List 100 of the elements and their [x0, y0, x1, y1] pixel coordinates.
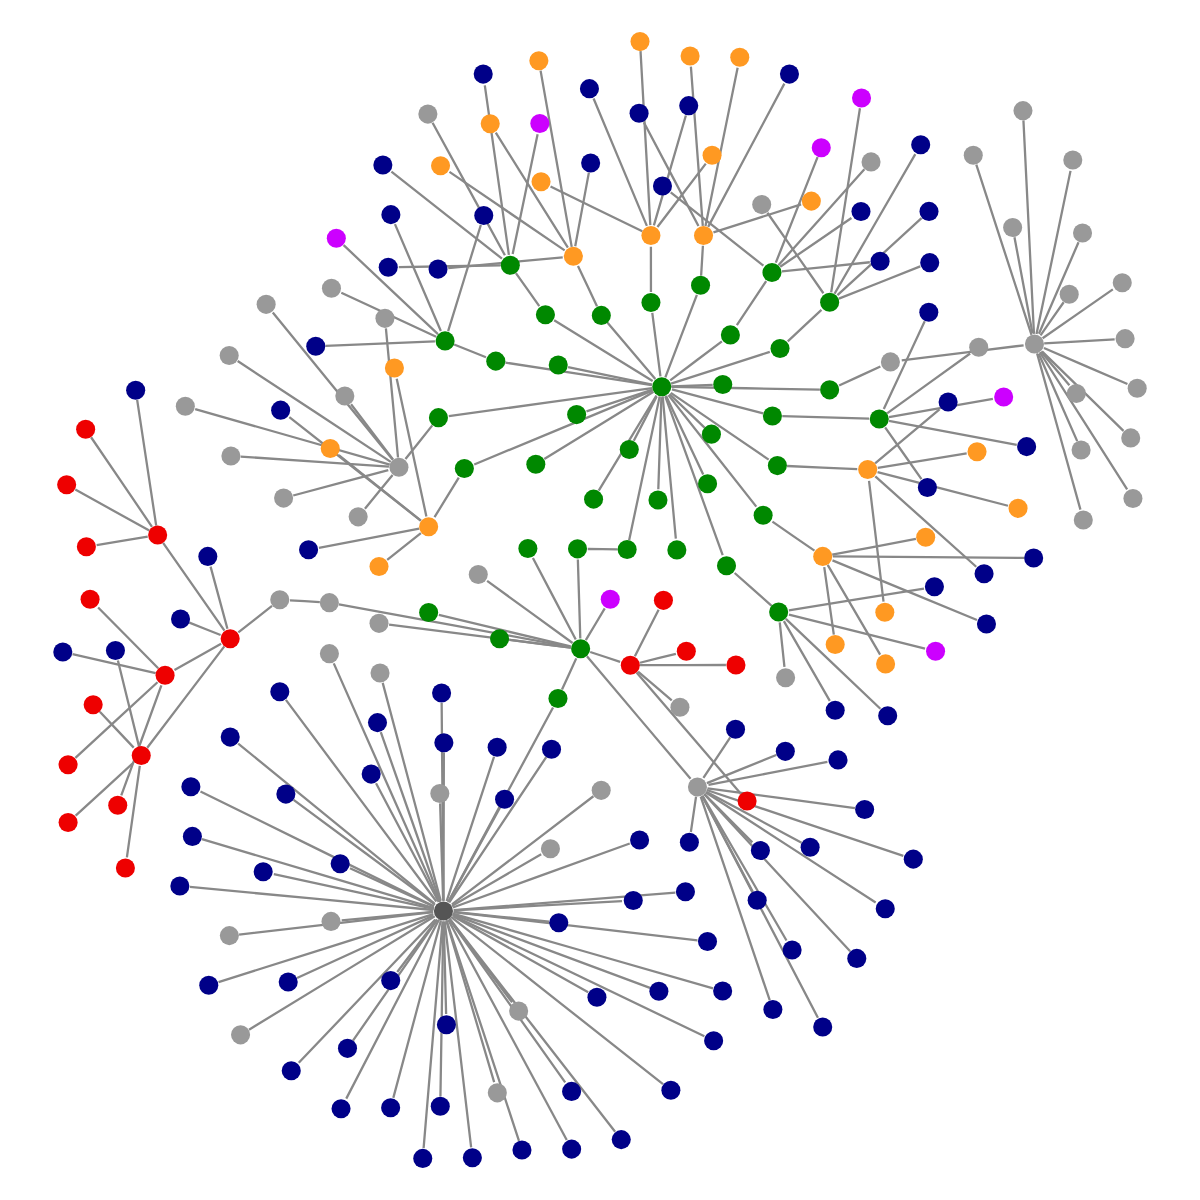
connector	[74, 488, 150, 532]
connector	[567, 365, 653, 386]
connector	[146, 645, 226, 749]
node-circle	[1073, 510, 1093, 530]
node-circle	[219, 345, 239, 365]
node-circle	[880, 352, 900, 372]
connector	[97, 606, 159, 670]
connector	[671, 385, 820, 391]
node-circle	[967, 442, 987, 462]
node-circle	[623, 890, 643, 910]
node-circle	[80, 589, 100, 609]
connector	[395, 378, 428, 517]
connector	[1041, 288, 1114, 340]
node-circle	[579, 79, 599, 99]
connector	[398, 264, 501, 269]
connector	[440, 702, 445, 901]
node-circle	[428, 408, 448, 428]
connector	[448, 918, 514, 1004]
connector	[701, 795, 754, 893]
connector	[188, 621, 222, 637]
node-circle	[370, 663, 390, 683]
connector	[452, 915, 589, 994]
connector	[664, 395, 705, 476]
node-circle	[720, 325, 740, 345]
node-circle	[770, 339, 790, 359]
node-circle	[198, 546, 218, 566]
connector	[640, 663, 726, 667]
node-circle	[630, 32, 650, 52]
node-circle	[518, 539, 538, 559]
connector	[669, 340, 723, 382]
node-circle	[916, 527, 936, 547]
connector	[448, 918, 567, 1084]
connector	[338, 454, 422, 522]
node-circle	[321, 278, 341, 298]
node-circle	[105, 641, 125, 661]
connector	[550, 185, 643, 233]
connector	[271, 311, 394, 461]
connector	[237, 742, 435, 905]
connector	[448, 170, 566, 252]
node-circle	[567, 539, 588, 559]
node-circle	[256, 294, 276, 314]
connector	[445, 920, 496, 1083]
connector	[1039, 301, 1065, 336]
connector	[703, 792, 754, 844]
node-circle	[670, 697, 690, 717]
node-circle	[381, 1098, 401, 1118]
connector	[341, 910, 434, 922]
node-circle	[629, 103, 649, 123]
connector	[447, 919, 568, 1141]
connector	[707, 787, 856, 810]
connector	[237, 605, 273, 634]
node-circle	[171, 609, 191, 629]
connector	[560, 657, 578, 691]
node-circle	[667, 540, 687, 560]
node-circle	[220, 629, 240, 649]
connector	[705, 790, 803, 844]
node-circle	[155, 665, 175, 685]
node-circle	[820, 292, 840, 312]
node-circle	[182, 826, 202, 846]
connector	[292, 798, 436, 906]
node-circle	[567, 405, 587, 425]
node-circle	[1024, 548, 1044, 568]
node-circle	[220, 727, 240, 747]
node-circle	[486, 351, 506, 371]
node-circle	[911, 135, 931, 155]
node-circle	[526, 454, 546, 474]
connector	[352, 919, 439, 1042]
node-circle	[373, 155, 393, 175]
connector	[774, 156, 819, 264]
node-circle	[641, 226, 661, 246]
node-circle	[800, 837, 820, 857]
connector	[539, 70, 573, 248]
node-circle	[131, 746, 151, 766]
connector	[442, 921, 448, 1014]
node-circle	[679, 96, 699, 116]
node-circle	[652, 176, 672, 196]
connector	[606, 322, 657, 380]
connector	[670, 191, 765, 267]
node-circle	[994, 387, 1014, 407]
node-circle	[571, 639, 591, 659]
connector	[781, 261, 870, 273]
node-circle	[430, 784, 450, 804]
connector	[74, 761, 135, 817]
node-circle	[369, 556, 389, 577]
node-circle	[337, 1038, 358, 1058]
node-circle	[428, 259, 448, 279]
node-circle	[726, 655, 746, 675]
node-circle	[675, 882, 695, 902]
connector	[125, 765, 141, 858]
node-circle	[852, 88, 872, 108]
connector	[452, 912, 714, 990]
node-circle	[747, 890, 767, 910]
connector	[240, 455, 389, 468]
connector	[238, 911, 434, 936]
node-circle	[1059, 284, 1079, 304]
connector	[884, 426, 923, 480]
node-circle	[702, 145, 722, 165]
connector	[713, 203, 802, 234]
connector	[733, 572, 773, 607]
node-circle	[361, 764, 381, 784]
